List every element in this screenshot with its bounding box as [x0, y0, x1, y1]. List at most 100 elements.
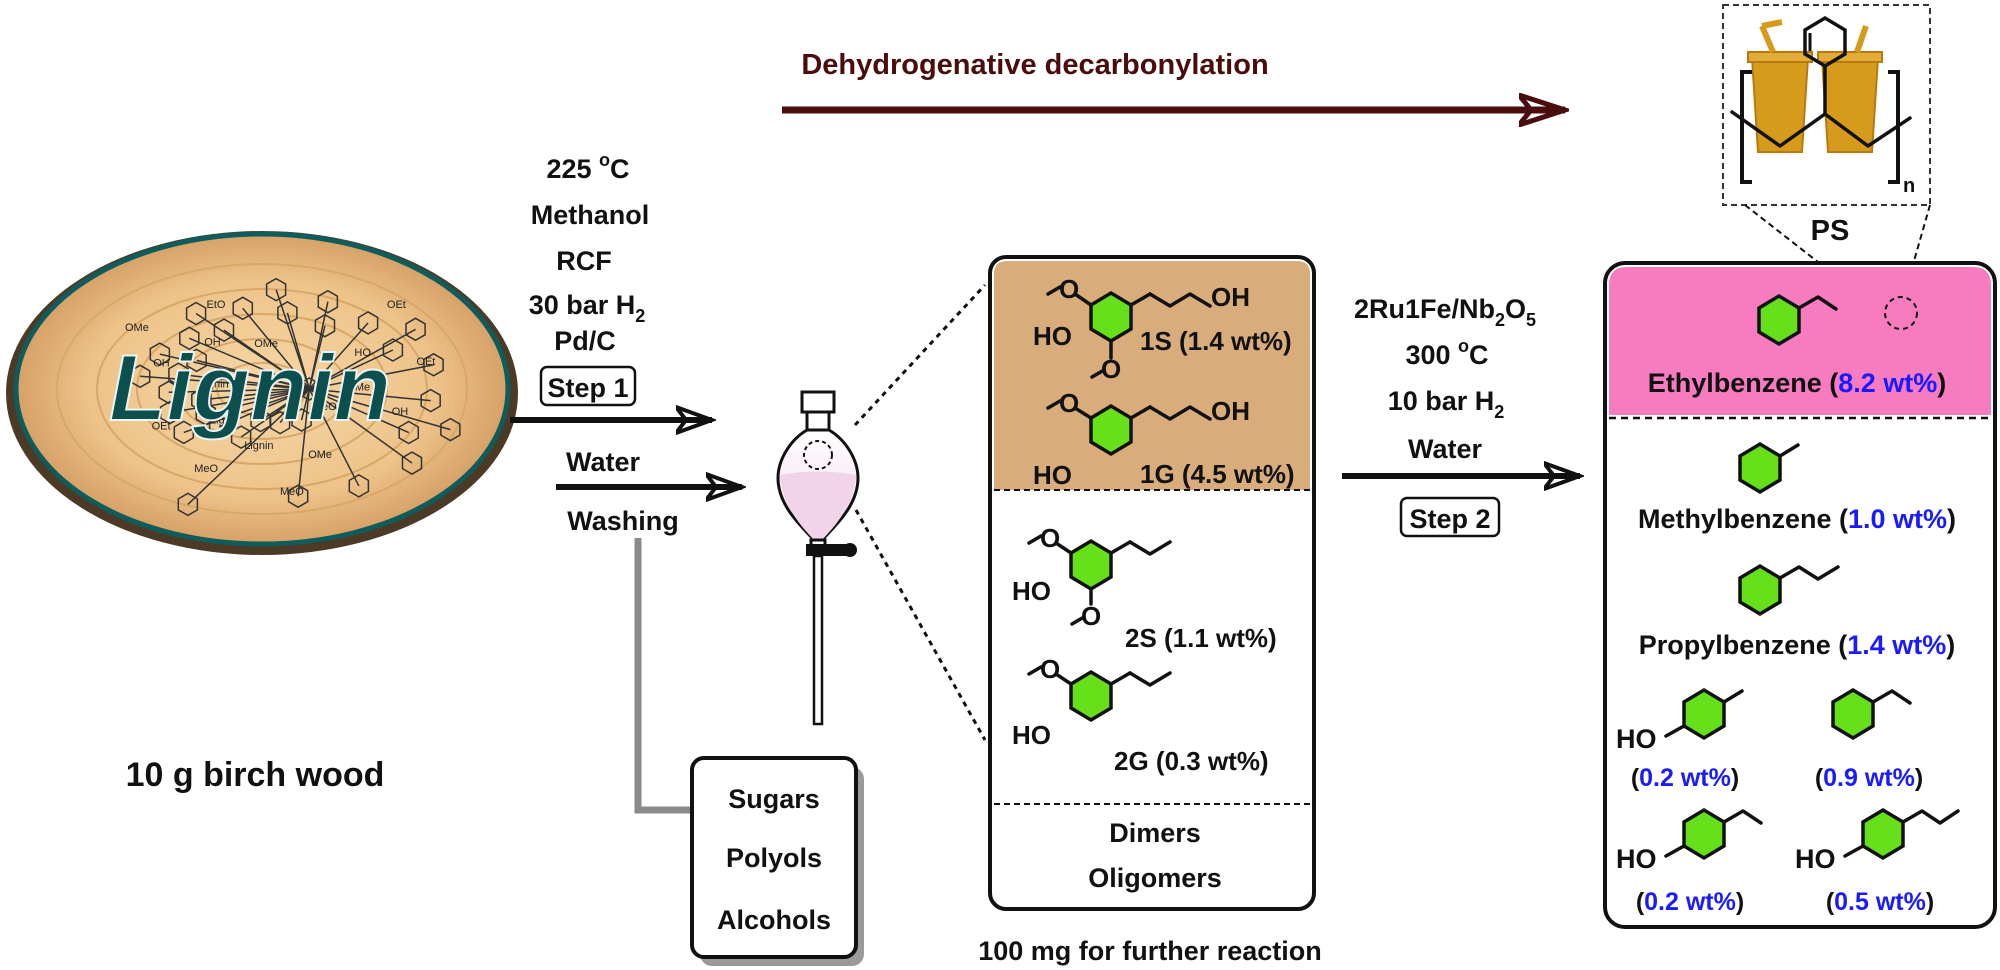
lignin-structure-label: OMe — [254, 338, 278, 350]
step2-catalyst: 2Ru1Fe/Nb2O5 — [1354, 294, 1536, 330]
lignin-structure-label: Lignin — [210, 414, 239, 426]
zoom-line-top — [853, 283, 987, 427]
lignin-linkage — [218, 388, 310, 428]
byproducts-box: Sugars Polyols Alcohols — [690, 756, 864, 966]
ring-ethylphenol — [1682, 807, 1726, 861]
methoxy-O-1S: O — [1059, 274, 1079, 304]
step1-temperature: 225 oC — [546, 150, 629, 184]
methylphenol-wt: (0.2 wt%) — [1631, 764, 1739, 792]
monomer-1S-label: 1S (1.4 wt%) — [1140, 326, 1292, 356]
ho-label-methylphenol: HO — [1616, 724, 1657, 754]
lignin-linkage — [308, 325, 326, 390]
step1-pressure: 30 bar H2 — [529, 290, 646, 326]
molecule-1G: O OH HO 1G (4.5 wt%) — [1033, 388, 1295, 490]
cup-icon-left — [1750, 57, 1810, 153]
lignin-aromatic-unit — [287, 484, 309, 509]
lignin-linkage — [196, 359, 310, 390]
lignin-aromatic-unit — [213, 318, 235, 342]
lignin-aromatic-unit — [401, 451, 423, 475]
ho-label-2G: HO — [1012, 720, 1051, 750]
lignin-aromatic-unit — [230, 425, 252, 449]
lignin-aromatic-unit — [186, 348, 207, 373]
lignin-aromatic-unit — [357, 311, 379, 335]
lignin-structure-label: OMe — [308, 449, 332, 461]
funnel-stopcock-handle — [843, 543, 857, 557]
lignin-structure-label: OEt — [387, 299, 406, 311]
lignin-linkage — [309, 388, 451, 431]
lignin-linkage — [178, 373, 310, 390]
ethylbenzene-zoom-circle — [1884, 296, 1918, 330]
step1-method: RCF — [556, 246, 612, 276]
lignin-linkage — [205, 388, 310, 415]
byproduct-polyols: Polyols — [726, 843, 822, 873]
molecule-1S: O O OH HO 1S (1.4 wt%) — [1033, 274, 1292, 384]
byproducts-box-frame — [690, 756, 858, 959]
ring-methylbenzene — [1738, 441, 1782, 495]
ho-label-propylphenol: HO — [1795, 844, 1836, 874]
top-arrow-label: Dehydrogenative decarbonylation — [801, 49, 1268, 81]
funnel-liquid — [780, 471, 856, 540]
lignin-structure-label: OH — [204, 336, 221, 348]
molecule-ethylbenzene: Ethylbenzene (8.2 wt%) — [1648, 293, 1947, 398]
step1-label: Step 1 — [547, 373, 628, 403]
lignin-aromatic-unit — [173, 420, 195, 445]
ethylcyclohexane-wt: (0.9 wt%) — [1815, 764, 1923, 792]
molecule-ethylcyclohexane: (0.9 wt%) — [1815, 687, 1923, 792]
lignin-aromatic-unit — [232, 296, 254, 321]
lignin-aromatic-unit — [191, 387, 212, 412]
lignin-label: Lignin — [109, 335, 391, 440]
lignin-structure-label: OEt — [416, 356, 435, 368]
lignin-aromatic-unit — [208, 415, 230, 439]
lignin-network — [129, 277, 461, 517]
lignin-linkage — [308, 388, 413, 464]
lignin-aromatic-unit — [129, 364, 151, 389]
lignin-aromatic-unit — [159, 400, 181, 425]
molecule-methylphenol: HO (0.2 wt%) — [1616, 687, 1744, 792]
funnel-zoom-circle — [803, 440, 833, 470]
lignin-structure-label: Lignin — [199, 378, 228, 390]
propylbenzene-label: Propylbenzene (1.4 wt%) — [1639, 630, 1956, 660]
lignin-linkage — [286, 312, 311, 390]
lignin-structure-label: MeO — [280, 486, 304, 498]
lignin-aromatic-unit — [168, 362, 189, 387]
byproduct-connector — [634, 538, 700, 814]
dimers-label: Dimers — [1109, 818, 1201, 848]
ethylbenzene-highlight — [1609, 267, 1991, 415]
lignin-aromatic-unit — [317, 289, 339, 314]
funnel-stopcock — [806, 544, 848, 556]
lignin-aromatic-unit — [405, 317, 426, 342]
propylphenol-wt: (0.5 wt%) — [1826, 888, 1934, 916]
lignin-structure-label: Lignin — [244, 440, 273, 452]
ps-repeat-subscript: n — [1903, 175, 1915, 197]
molecule-2S: O O HO 2S (1.1 wt%) — [1012, 523, 1277, 653]
lignin-structure-label: OH — [153, 358, 170, 370]
lignin-aromatic-unit — [179, 326, 200, 351]
ring-ethylcyclohexane — [1831, 687, 1875, 741]
step1-label-box — [539, 365, 637, 407]
methylbenzene-label: Methylbenzene (1.0 wt%) — [1638, 504, 1956, 534]
ps-inset-frame — [1722, 4, 1931, 206]
lignin-structure-label: OH — [392, 406, 409, 418]
lignin-linkage — [308, 388, 360, 487]
methoxy-O-2G: O — [1040, 654, 1060, 684]
ps-left-bracket — [1740, 70, 1752, 184]
ring-1G — [1089, 403, 1133, 457]
step2-temperature: 300 oC — [1405, 336, 1488, 370]
byproduct-sugars: Sugars — [728, 784, 820, 814]
ps-zoom-line-right — [1903, 204, 1931, 297]
lignin-aromatic-unit — [382, 338, 404, 362]
lignin-structure-label: OMe — [346, 382, 370, 394]
lignin-aromatic-unit — [265, 277, 287, 302]
methoxy-O-1G: O — [1059, 388, 1079, 418]
products-box-frame — [1603, 261, 1997, 929]
products-panel: Ethylbenzene (8.2 wt%) Methylbenzene (1.… — [1603, 261, 1997, 929]
ethylbenzene-label: Ethylbenzene (8.2 wt%) — [1648, 368, 1947, 398]
lignin-linkage — [223, 329, 310, 390]
lignin-aromatic-unit — [348, 474, 370, 498]
molecule-ethylphenol: HO (0.2 wt%) — [1616, 807, 1763, 916]
byproduct-alcohols: Alcohols — [717, 905, 831, 935]
lignin-linkage — [308, 322, 369, 390]
lignin-linkage — [297, 388, 311, 497]
polystyrene-inset: n PS — [1722, 4, 1931, 247]
